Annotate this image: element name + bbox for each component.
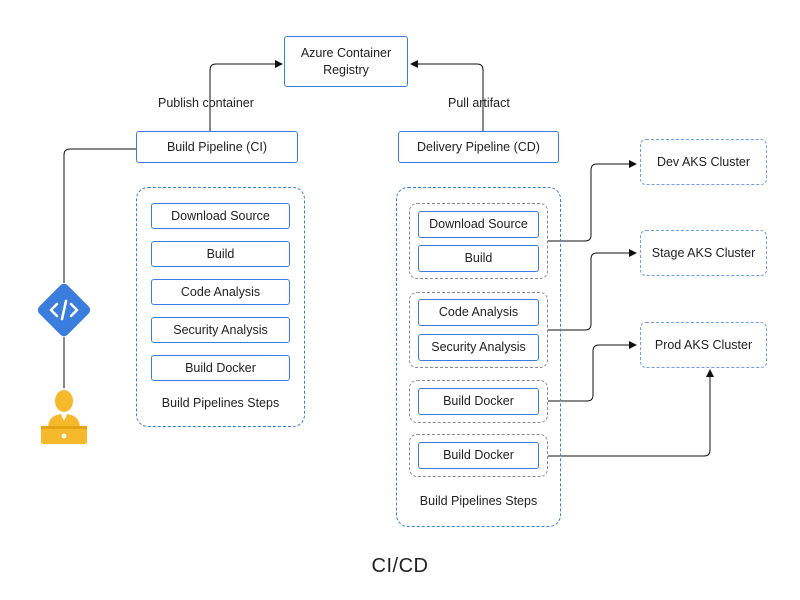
cd-step-group <box>409 203 548 279</box>
ci-step: Download Source <box>151 203 290 229</box>
publish-container-label: Publish container <box>158 96 254 110</box>
stage-arrow <box>548 249 637 331</box>
stage-aks-cluster: Stage AKS Cluster <box>640 230 767 276</box>
build-pipeline-ci: Build Pipeline (CI) <box>136 131 298 163</box>
cd-step: Build Docker <box>418 388 539 415</box>
cd-step-group <box>409 380 548 423</box>
delivery-pipeline-cd: Delivery Pipeline (CD) <box>398 131 559 163</box>
cd-steps-container <box>396 187 561 527</box>
cd-steps-caption: Build Pipelines Steps <box>419 494 538 508</box>
cd-step: Build Docker <box>418 442 539 469</box>
prod-arrow-bottom <box>548 369 714 457</box>
code-icon <box>37 283 91 337</box>
cd-step: Download Source <box>418 211 539 238</box>
prod-arrow <box>548 341 637 402</box>
pull-arrow <box>410 60 484 131</box>
ci-step: Build <box>151 241 290 267</box>
cd-step-group <box>409 434 548 477</box>
diagram-caption: CI/CD <box>371 555 429 577</box>
ci-step: Build Docker <box>151 355 290 381</box>
ci-steps-container <box>136 187 305 427</box>
cd-step: Code Analysis <box>418 299 539 326</box>
dev-aks-cluster: Dev AKS Cluster <box>640 139 767 185</box>
developer-laptop-icon <box>41 390 87 444</box>
publish-arrow <box>209 60 283 131</box>
cd-step-group <box>409 292 548 368</box>
pull-artifact-label: Pull artifact <box>448 96 510 110</box>
cd-step: Security Analysis <box>418 334 539 361</box>
ci-step: Code Analysis <box>151 279 290 305</box>
ci-steps-caption: Build Pipelines Steps <box>161 396 280 410</box>
cd-step: Build <box>418 245 539 272</box>
azure-container-registry: Azure Container Registry <box>284 36 408 87</box>
prod-aks-cluster: Prod AKS Cluster <box>640 322 767 368</box>
ci-step: Security Analysis <box>151 317 290 343</box>
developer-line <box>63 148 136 283</box>
dev-arrow <box>548 160 637 242</box>
